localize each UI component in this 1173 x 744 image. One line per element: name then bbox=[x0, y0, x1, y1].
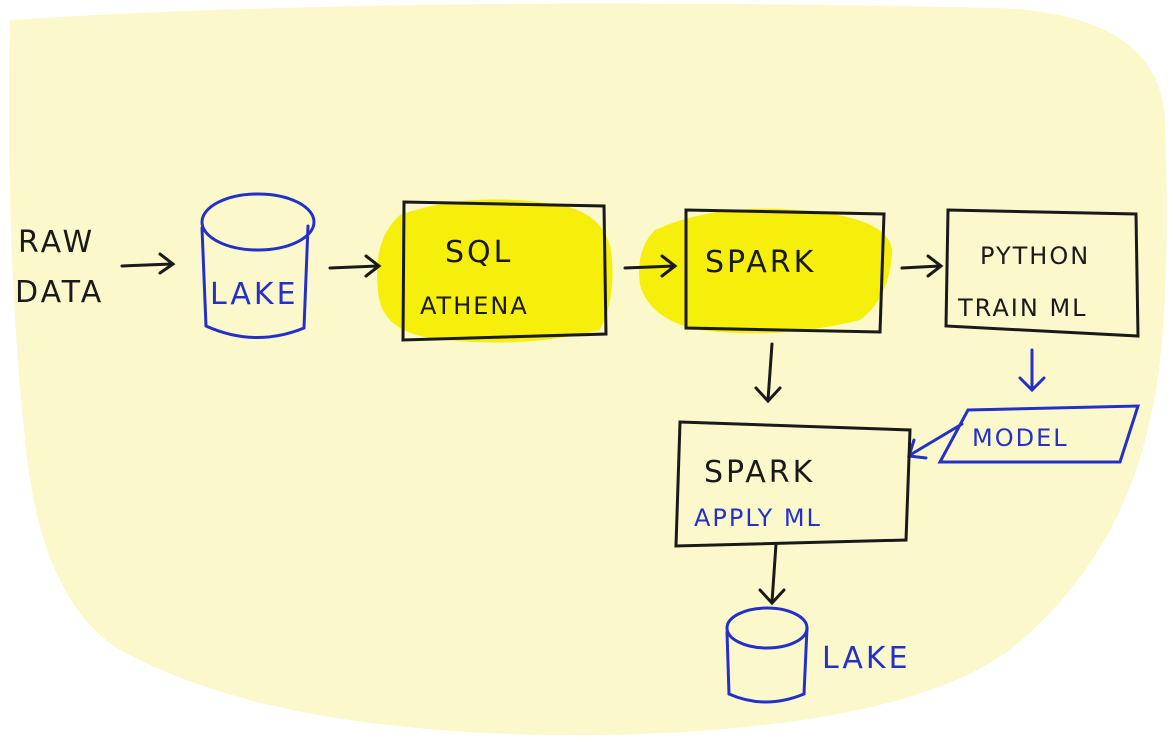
arrow-raw-to-lake bbox=[120, 252, 176, 275]
spark-apply-line1: SPARK bbox=[704, 455, 815, 490]
python-box bbox=[944, 208, 1140, 338]
model-shape bbox=[937, 404, 1141, 464]
train-ml-label: TRAIN ML bbox=[957, 294, 1088, 322]
python-label: PYTHON bbox=[980, 242, 1090, 270]
arrow-sql-to-spark bbox=[623, 254, 678, 278]
spark-highlight bbox=[639, 208, 893, 334]
lake-2-label: LAKE bbox=[822, 641, 911, 676]
sql-highlight bbox=[376, 199, 613, 343]
arrow-spark-to-apply bbox=[754, 342, 782, 404]
sql-label: SQL bbox=[445, 235, 513, 270]
raw-data-line1: RAW bbox=[18, 225, 95, 260]
spark-label: SPARK bbox=[705, 245, 816, 280]
spark-apply-box bbox=[674, 420, 912, 548]
lake-1-label: LAKE bbox=[210, 277, 299, 312]
lake-cylinder-2 bbox=[725, 606, 809, 704]
athena-label: ATHENA bbox=[420, 292, 529, 320]
spark-box bbox=[684, 208, 886, 334]
sql-athena-box bbox=[401, 200, 608, 342]
model-label: MODEL bbox=[972, 424, 1069, 452]
arrow-python-to-model bbox=[1018, 348, 1046, 393]
arrow-lake-to-sql bbox=[328, 254, 382, 278]
lake-cylinder-1 bbox=[200, 192, 316, 340]
raw-data-line2: DATA bbox=[15, 275, 104, 310]
spark-apply-line2: APPLY ML bbox=[694, 504, 822, 532]
arrow-spark-to-python bbox=[900, 254, 944, 278]
arrow-apply-to-lake bbox=[758, 542, 786, 606]
background-blob bbox=[9, 3, 1167, 736]
